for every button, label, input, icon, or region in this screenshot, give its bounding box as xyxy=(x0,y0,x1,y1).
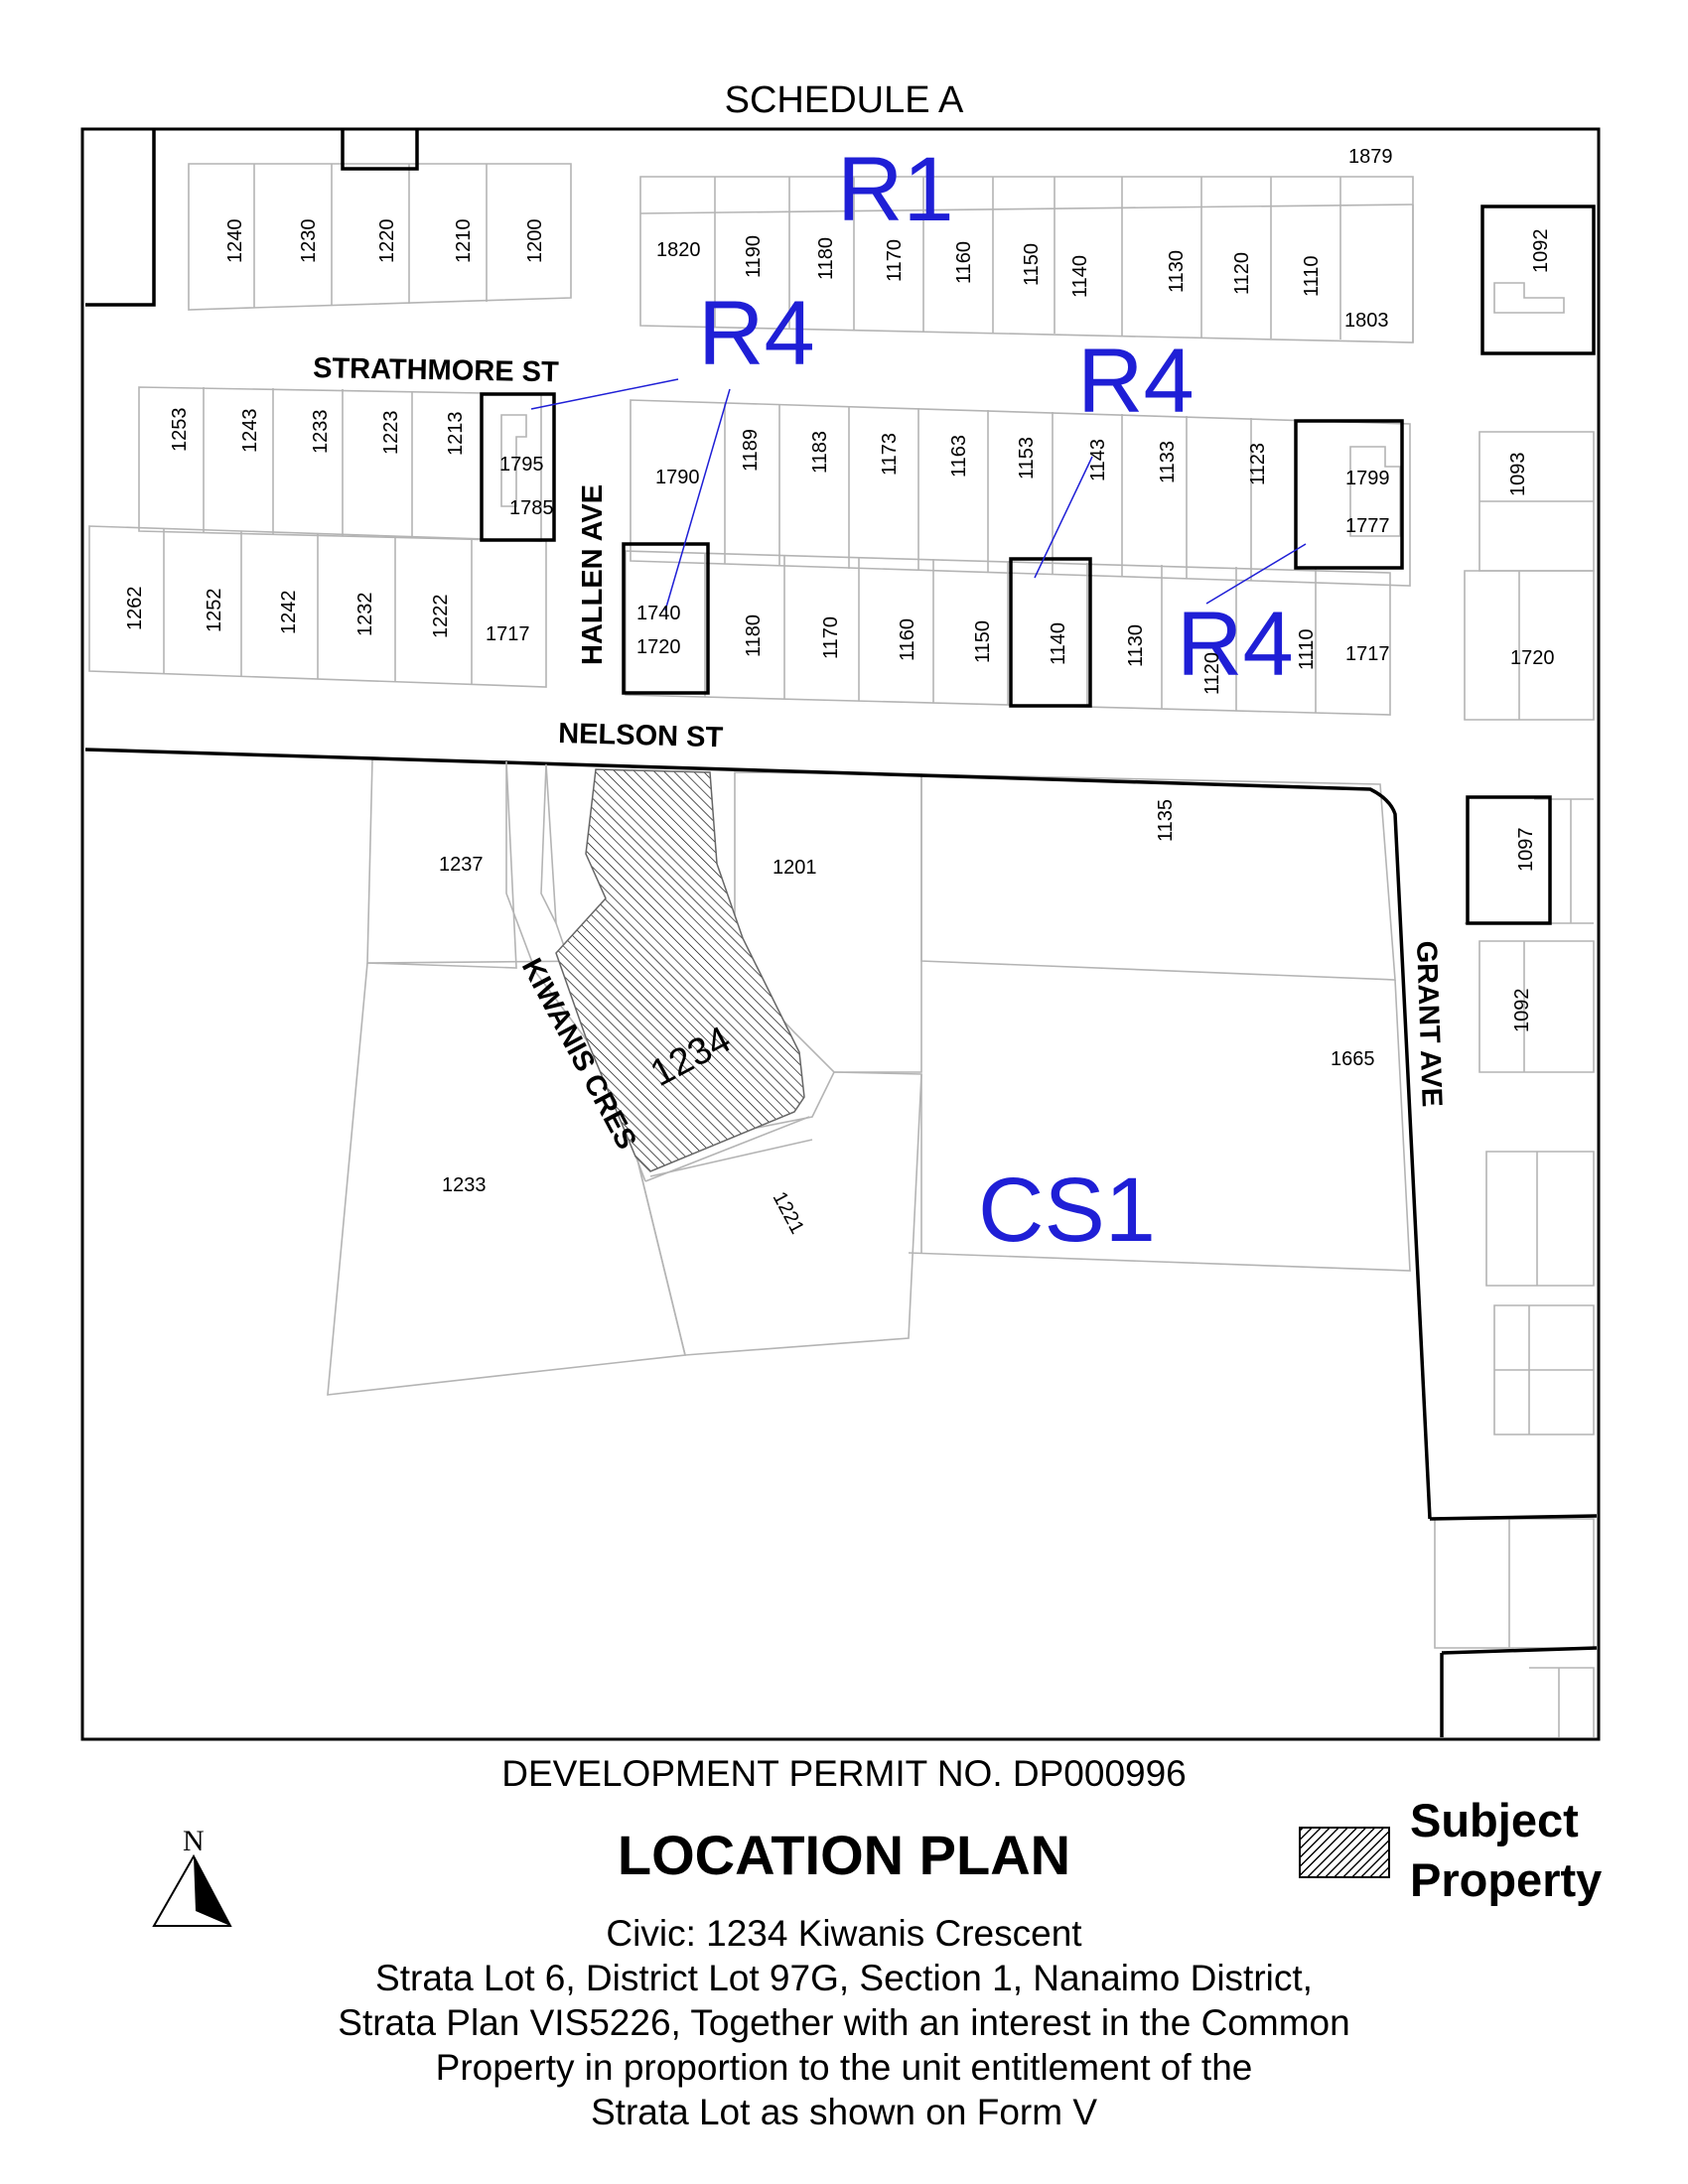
address-label: 1717 xyxy=(486,623,530,645)
description-line: Property in proportion to the unit entit… xyxy=(435,2047,1253,2088)
address-label: 1879 xyxy=(1348,146,1393,168)
address-label: 1097 xyxy=(1515,828,1537,873)
address-label: 1130 xyxy=(1166,250,1188,293)
schedule-title: SCHEDULE A xyxy=(724,79,964,121)
legal-description: Civic: 1234 Kiwanis Crescent Strata Lot … xyxy=(0,1911,1688,2134)
address-label: 1110 xyxy=(1301,255,1323,297)
description-line: Strata Plan VIS5226, Together with an in… xyxy=(338,2002,1350,2043)
address-label: 1233 xyxy=(310,410,332,455)
address-label: 1785 xyxy=(509,497,554,519)
address-label: 1092 xyxy=(1511,989,1533,1033)
description-line: Strata Lot 6, District Lot 97G, Section … xyxy=(375,1958,1313,1998)
address-label: 1213 xyxy=(445,412,467,457)
address-label: 1183 xyxy=(809,431,831,474)
address-label: 1120 xyxy=(1231,252,1253,295)
address-label: 1720 xyxy=(1510,647,1555,669)
address-label: 1210 xyxy=(453,219,475,264)
address-label: 1803 xyxy=(1344,310,1389,332)
address-label: 1252 xyxy=(204,589,225,633)
plan-title: LOCATION PLAN xyxy=(617,1824,1071,1886)
address-label: 1170 xyxy=(820,616,842,659)
subject-property-parcel xyxy=(555,768,805,1172)
permit-number: DEVELOPMENT PERMIT NO. DP000996 xyxy=(501,1753,1187,1794)
street-label-hallen: HALLEN AVE xyxy=(577,484,609,665)
address-label: 1133 xyxy=(1157,441,1179,483)
map-frame xyxy=(80,127,1601,1741)
address-label: 1220 xyxy=(376,219,398,264)
address-label: 1253 xyxy=(169,408,191,453)
description-line: Strata Lot as shown on Form V xyxy=(590,2092,1097,2132)
legend-label-line1: Subject xyxy=(1410,1794,1579,1846)
description-line: Civic: 1234 Kiwanis Crescent xyxy=(606,1913,1082,1954)
address-label: 1093 xyxy=(1507,453,1529,497)
address-label: 1135 xyxy=(1155,799,1177,842)
address-label: 1795 xyxy=(499,454,544,476)
street-label-grant: GRANT AVE xyxy=(1410,940,1448,1108)
address-label: 1243 xyxy=(239,409,261,454)
address-label: 1740 xyxy=(636,603,681,624)
address-label: 1130 xyxy=(1125,624,1147,667)
street-label-nelson: NELSON ST xyxy=(558,718,724,753)
zone-label-r4-3: R4 xyxy=(1177,594,1294,695)
zone-label-cs1: CS1 xyxy=(978,1160,1156,1261)
address-label: 1160 xyxy=(897,618,918,661)
address-label: 1180 xyxy=(815,237,837,280)
address-label: 1140 xyxy=(1069,255,1091,298)
address-label: 1233 xyxy=(442,1174,487,1196)
address-label: 1120 xyxy=(1201,652,1223,695)
zone-label-r1: R1 xyxy=(837,139,954,240)
address-label: 1237 xyxy=(439,854,484,876)
address-label: 1190 xyxy=(743,235,765,278)
zone-label-r4-1: R4 xyxy=(698,283,815,384)
address-label: 1189 xyxy=(740,429,762,472)
r4-lot-outlines xyxy=(480,392,1552,925)
address-label: 1123 xyxy=(1247,443,1269,485)
north-label: N xyxy=(183,1825,205,1857)
street-label-strathmore: STRATHMORE ST xyxy=(313,352,559,388)
address-label: 1232 xyxy=(354,593,376,637)
address-label: 1223 xyxy=(380,411,402,456)
address-label: 1717 xyxy=(1345,643,1390,665)
address-label: 1262 xyxy=(124,587,146,631)
north-arrow-icon xyxy=(152,1853,232,1927)
legend-label: Subject Property xyxy=(1410,1791,1668,1910)
address-label: 1242 xyxy=(278,591,300,635)
address-label: 1150 xyxy=(972,620,994,663)
address-label: 1092 xyxy=(1530,229,1552,274)
address-label: 1240 xyxy=(224,219,246,264)
road-lines xyxy=(84,129,1598,1737)
address-label: 1160 xyxy=(953,241,975,284)
address-label: 1173 xyxy=(879,433,901,476)
address-label: 1153 xyxy=(1016,437,1038,479)
address-label: 1720 xyxy=(636,636,681,658)
address-label: 1230 xyxy=(298,219,320,264)
address-label: 1170 xyxy=(884,239,906,282)
address-label: 1820 xyxy=(656,239,701,261)
address-label: 1665 xyxy=(1331,1048,1375,1070)
zone-leader-lines xyxy=(530,378,1307,612)
address-label: 1140 xyxy=(1048,622,1069,665)
subject-property-swatch xyxy=(1299,1827,1390,1878)
address-label: 1180 xyxy=(743,614,765,657)
address-label: 1163 xyxy=(948,435,970,478)
address-label: 1143 xyxy=(1087,439,1109,481)
address-label: 1201 xyxy=(773,857,817,879)
address-label: 1150 xyxy=(1021,243,1043,286)
address-label: 1799 xyxy=(1345,468,1390,489)
address-label: 1777 xyxy=(1345,515,1390,537)
address-label: 1110 xyxy=(1296,628,1318,670)
address-label: 1790 xyxy=(655,467,700,488)
legend-label-line2: Property xyxy=(1410,1853,1603,1906)
address-label: 1222 xyxy=(430,595,452,639)
address-label: 1200 xyxy=(524,219,546,264)
zone-label-r4-2: R4 xyxy=(1077,331,1195,432)
